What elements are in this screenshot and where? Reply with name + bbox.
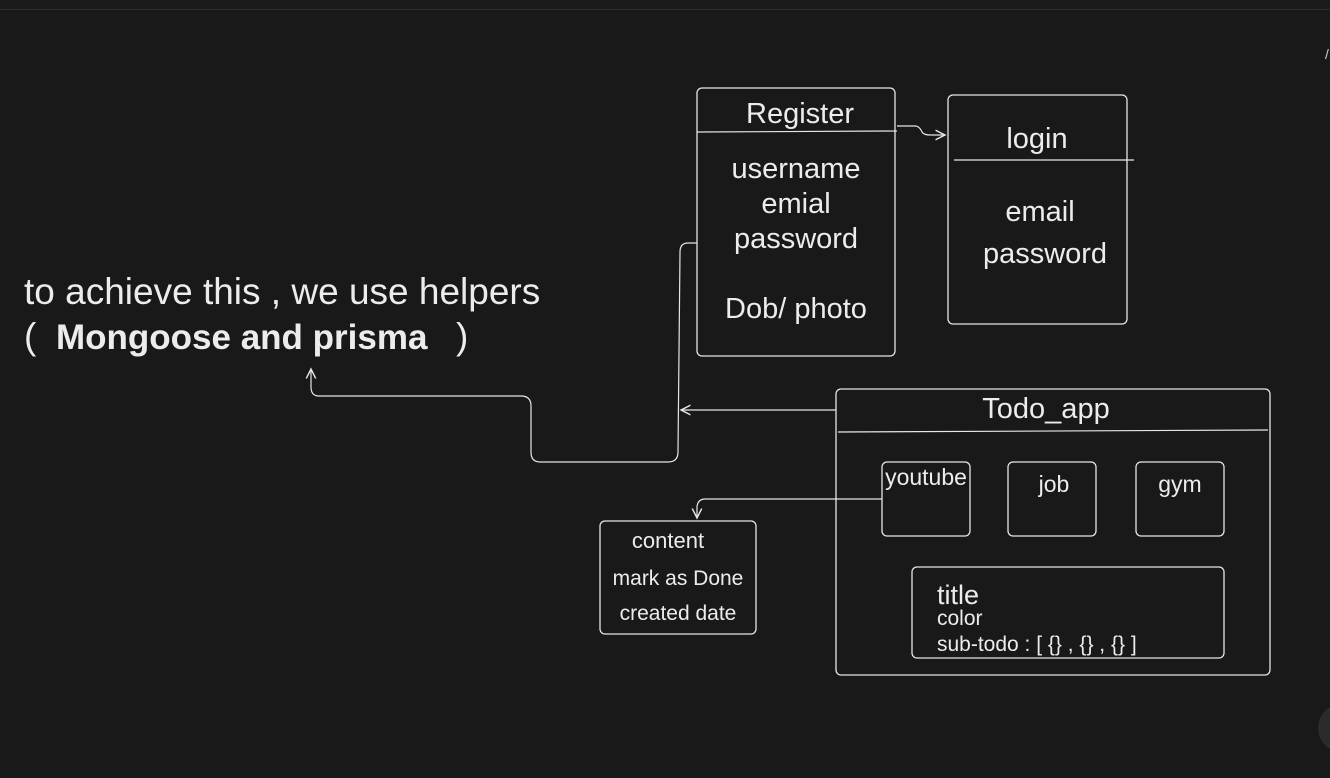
login-field-password: password <box>983 238 1107 270</box>
register-to-login-arrow[interactable] <box>897 125 945 135</box>
register-field-emial: emial <box>761 188 830 220</box>
register-entity[interactable]: Register username emial password Dob/ ph… <box>696 87 898 357</box>
job-category-label: job <box>1038 471 1070 497</box>
todo-app-entity[interactable]: Todo_app youtube job gym title color sub… <box>835 388 1271 676</box>
login-title: login <box>1006 123 1067 155</box>
job-category-box[interactable] <box>1007 461 1097 537</box>
gym-category-box[interactable] <box>1135 461 1225 537</box>
content-line-content: content <box>632 528 704 553</box>
content-line-created-date: created date <box>620 602 737 625</box>
todo-app-divider <box>837 429 1269 433</box>
note-line-2-close: ) <box>456 316 468 357</box>
note-line-1: to achieve this , we use helpers <box>24 271 540 312</box>
todo-app-title: Todo_app <box>982 393 1109 425</box>
note-line-2-tools: Mongoose and prisma <box>56 318 428 357</box>
side-action-button[interactable] <box>1318 704 1330 752</box>
content-line-mark-done: mark as Done <box>613 567 744 590</box>
edge-indicator-icon: / <box>1325 46 1329 60</box>
register-box <box>696 87 896 357</box>
login-entity[interactable]: login email password <box>947 94 1134 325</box>
login-field-email: email <box>1005 196 1074 228</box>
note-line-2-open: ( <box>24 316 37 357</box>
content-entity[interactable]: content mark as Done created date <box>599 520 757 635</box>
register-divider <box>696 130 898 133</box>
register-title: Register <box>746 98 854 130</box>
gym-category-label: gym <box>1158 471 1201 497</box>
login-box <box>947 94 1128 325</box>
register-field-username: username <box>732 153 861 185</box>
todo-schema-box[interactable] <box>911 566 1225 659</box>
todo-schema-title: title <box>937 580 979 610</box>
helpers-note[interactable]: to achieve this , we use helpers ( Mongo… <box>24 271 540 357</box>
todo-schema-color: color <box>937 607 983 630</box>
register-field-password: password <box>734 223 858 255</box>
content-box <box>599 520 757 635</box>
todo-schema-subtodo: sub-todo : [ {} , {} , {} ] <box>937 633 1137 656</box>
top-toolbar-edge <box>0 0 1330 10</box>
register-field-dob-photo: Dob/ photo <box>725 293 867 325</box>
youtube-category-label: youtube <box>885 464 967 490</box>
register-to-note-arrow[interactable] <box>311 242 697 463</box>
youtube-to-content-arrow[interactable] <box>697 498 882 518</box>
todo-app-box <box>835 388 1271 676</box>
